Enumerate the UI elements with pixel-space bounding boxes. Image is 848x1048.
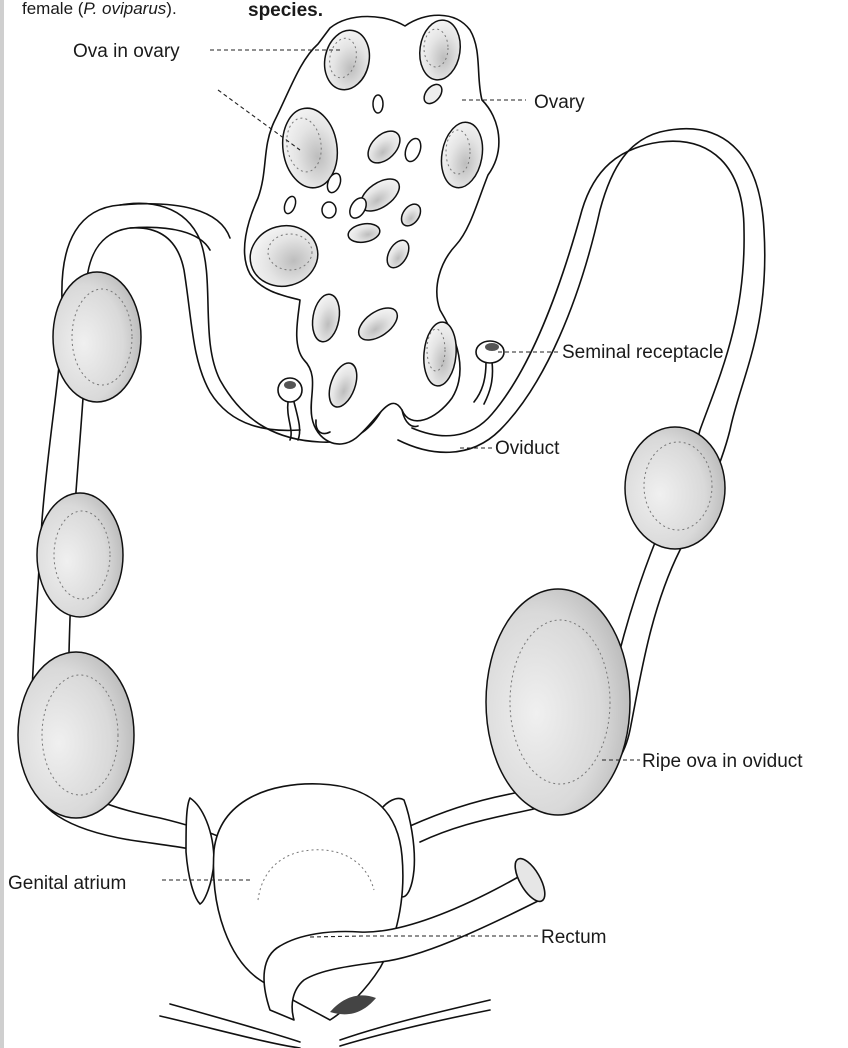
caption-species: species.	[248, 0, 323, 21]
label-ova-in-ovary: Ova in ovary	[73, 41, 180, 62]
label-seminal-receptacle: Seminal receptacle	[562, 342, 724, 363]
label-ripe-ova: Ripe ova in oviduct	[642, 751, 803, 772]
label-genital-atrium: Genital atrium	[8, 873, 126, 894]
label-ovary: Ovary	[534, 92, 585, 113]
label-oviduct: Oviduct	[495, 438, 560, 459]
genital-atrium	[213, 784, 402, 1020]
page-edge	[0, 0, 4, 1048]
label-rectum: Rectum	[541, 927, 606, 948]
caption-line: female (P. oviparus).	[22, 0, 177, 18]
seminal-receptacle-right	[474, 341, 504, 404]
